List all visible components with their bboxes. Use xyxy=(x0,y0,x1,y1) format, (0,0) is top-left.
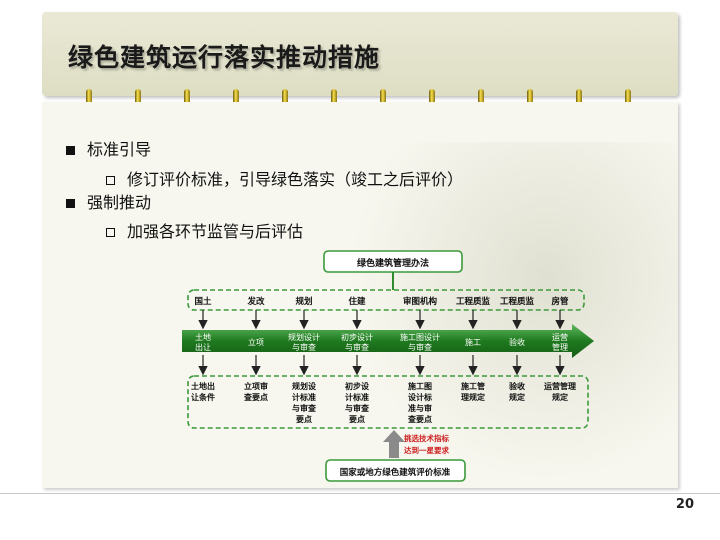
requirement-label: 与审查 xyxy=(345,403,370,413)
bullet-item: 强制推动 xyxy=(66,189,151,213)
requirement-label: 查要点 xyxy=(244,392,268,402)
binder-ring-icon xyxy=(135,89,141,111)
stage-label: 与审查 xyxy=(292,342,316,352)
requirement-label: 初步设 xyxy=(345,381,369,391)
agency-label: 住建 xyxy=(348,296,366,307)
bullet-item: 标准引导 xyxy=(66,136,151,160)
stage-label: 运营 xyxy=(552,332,568,342)
footer-divider xyxy=(0,493,720,494)
sub-bullet-text: 修订评价标准，引导绿色落实（竣工之后评价） xyxy=(127,170,464,189)
stage-label: 施工图设计 xyxy=(400,332,440,342)
evaluation-standard-label: 国家或地方绿色建筑评价标准 xyxy=(340,467,451,478)
requirement-label: 让条件 xyxy=(191,392,215,402)
requirements-group: 土地出让条件立项审查要点规划设计标准与审查要点初步设计标准与审查要点施工图设计标… xyxy=(191,381,576,424)
title-banner: 绿色建筑运行落实推动措施 xyxy=(42,12,678,96)
sub-bullet-item: 修订评价标准，引导绿色落实（竣工之后评价） xyxy=(106,166,463,190)
requirement-label: 规定 xyxy=(509,392,525,402)
process-arrow xyxy=(182,324,594,358)
note-line-1: 挑选技术指标 xyxy=(404,433,449,443)
stage-label: 与审查 xyxy=(345,342,369,352)
evaluation-standard-box xyxy=(325,459,466,482)
binder-ring-icon xyxy=(86,89,92,111)
stage-label: 与审查 xyxy=(408,342,432,352)
stage-label: 施工 xyxy=(465,337,481,347)
requirement-label: 规定 xyxy=(552,392,568,402)
requirement-label: 立项审 xyxy=(244,381,268,391)
binder-ring-icon xyxy=(233,89,239,111)
stage-label: 初步设计 xyxy=(341,332,373,342)
stage-label: 土地 xyxy=(195,332,211,342)
hollow-square-bullet-icon xyxy=(106,176,115,185)
stage-label: 验收 xyxy=(509,337,525,347)
slide-title: 绿色建筑运行落实推动措施 xyxy=(68,43,381,72)
binder-ring-icon xyxy=(527,89,533,111)
requirement-label: 运营管理 xyxy=(544,381,576,391)
page-number: 20 xyxy=(675,497,694,512)
requirement-label: 计标准 xyxy=(292,392,316,402)
content-panel xyxy=(42,102,678,488)
agency-label: 国土 xyxy=(194,296,212,307)
stages-group: 土地出让立项规划设计与审查初步设计与审查施工图设计与审查施工验收运营管理 xyxy=(195,332,568,352)
requirements-box xyxy=(187,375,589,429)
agency-label: 规划 xyxy=(295,296,312,307)
square-bullet-icon xyxy=(66,199,75,208)
management-rules-label: 绿色建筑管理办法 xyxy=(357,257,429,269)
sub-bullet-item: 加强各环节监管与后评估 xyxy=(106,218,303,242)
requirement-label: 要点 xyxy=(296,414,312,424)
note-line-2: 达到一星要求 xyxy=(404,445,449,455)
requirement-label: 要点 xyxy=(349,414,365,424)
hollow-square-bullet-icon xyxy=(106,228,115,237)
requirement-label: 验收 xyxy=(509,381,525,391)
stage-label: 管理 xyxy=(552,342,568,352)
binder-ring-icon xyxy=(184,89,190,111)
agency-label: 发改 xyxy=(246,296,265,307)
flower-watermark xyxy=(348,142,678,482)
stage-label: 规划设计 xyxy=(288,332,320,342)
requirement-label: 设计标 xyxy=(408,392,432,402)
requirement-label: 土地出 xyxy=(191,381,215,391)
requirement-label: 规划设 xyxy=(292,381,316,391)
binder-ring-icon xyxy=(380,89,386,111)
stage-label: 出让 xyxy=(195,342,211,352)
binder-ring-icon xyxy=(478,89,484,111)
sub-bullet-text: 加强各环节监管与后评估 xyxy=(127,222,304,241)
agencies-group: 国土 发改 规划 住建 审图机构 工程质监工程质监 房管 xyxy=(194,296,569,307)
up-arrow-icon xyxy=(383,430,405,458)
agency-label: 房管 xyxy=(551,296,569,307)
requirement-label: 与审查 xyxy=(292,403,317,413)
requirement-label: 施工管 xyxy=(461,381,485,391)
agency-label: 工程质监 xyxy=(500,296,535,307)
agency-label: 工程质监 xyxy=(456,296,491,307)
binder-ring-icon xyxy=(429,89,435,111)
connectors-group xyxy=(198,310,565,376)
requirement-label: 理规定 xyxy=(461,392,485,402)
binder-ring-icon xyxy=(576,89,582,111)
requirement-label: 计标准 xyxy=(345,392,369,402)
binder-ring-icon xyxy=(625,89,631,111)
stage-label: 立项 xyxy=(248,337,264,347)
binder-ring-icon xyxy=(282,89,288,111)
requirement-label: 查要点 xyxy=(408,414,432,424)
binder-ring-icon xyxy=(331,89,337,111)
bullet-text: 强制推动 xyxy=(87,193,152,212)
bullet-text: 标准引导 xyxy=(87,140,152,159)
requirement-label: 施工图 xyxy=(408,381,432,391)
agency-label: 审图机构 xyxy=(403,296,438,307)
agencies-box xyxy=(187,289,585,311)
requirement-label: 准与审 xyxy=(408,403,432,413)
square-bullet-icon xyxy=(66,146,75,155)
